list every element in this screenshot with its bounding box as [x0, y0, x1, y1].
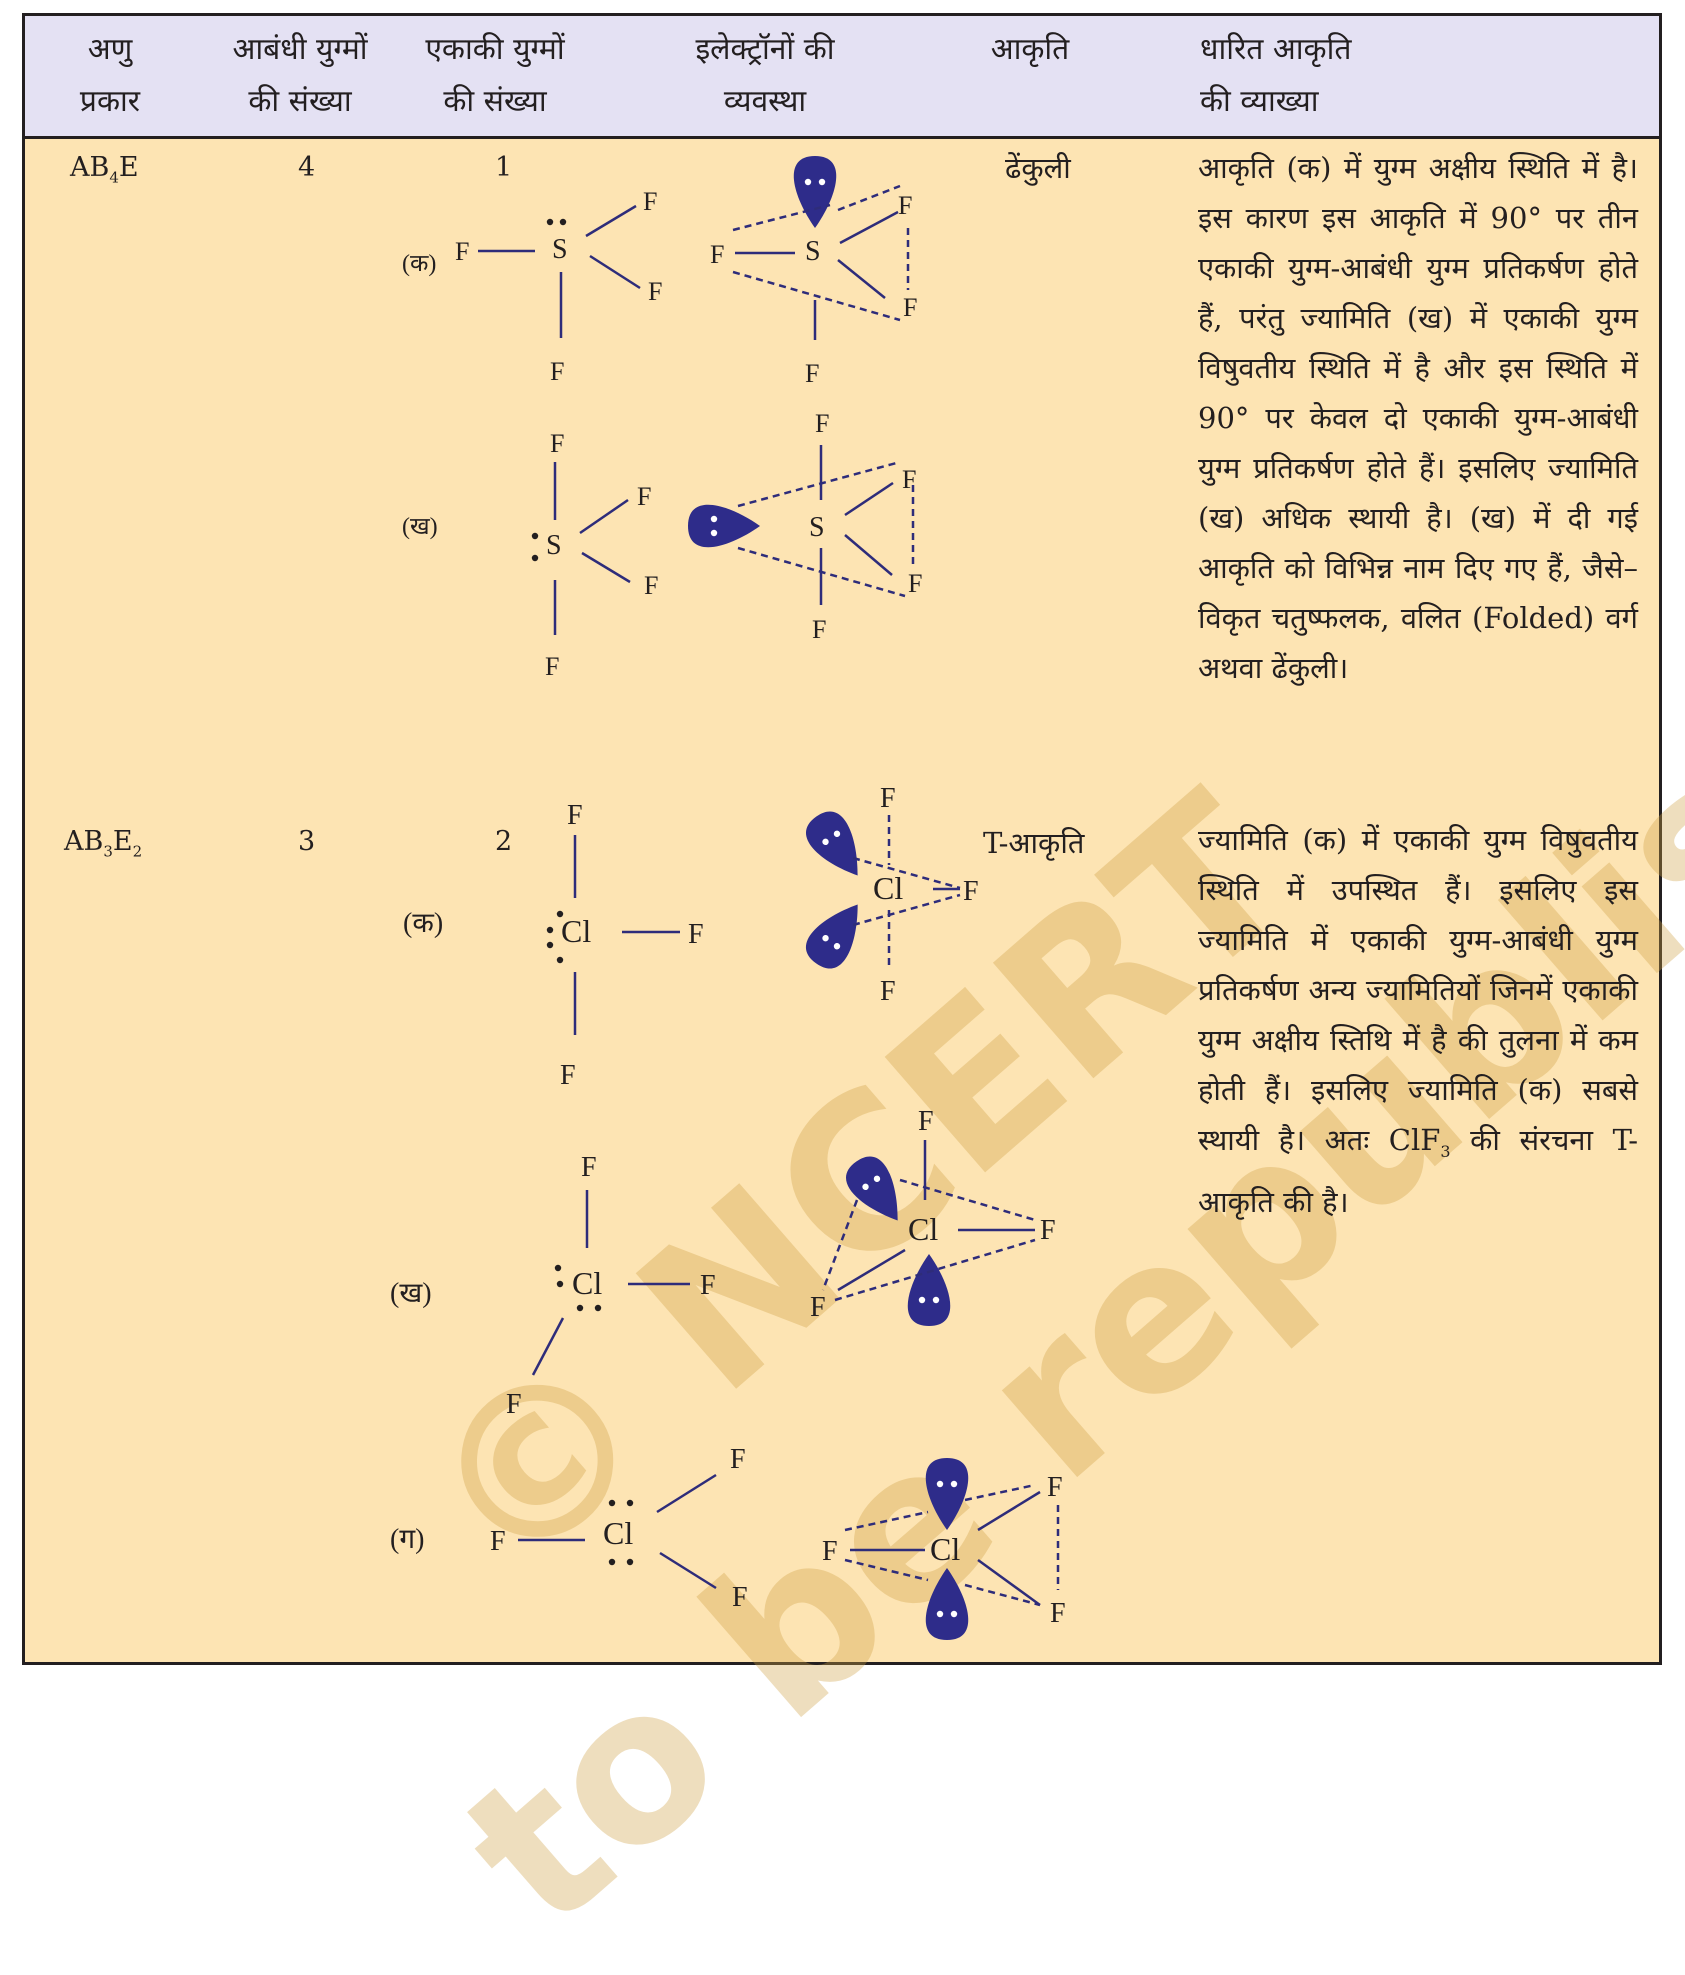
clf3-arrangement-ka: F Cl F F: [798, 783, 979, 1007]
label-kha: (ख): [402, 514, 438, 540]
atom-f: F: [810, 1292, 826, 1323]
row2-shape: T-आकृति: [983, 826, 1085, 860]
vsepr-table: अणुप्रकार आबंधी युग्मोंकी संख्या एकाकी य…: [22, 13, 1662, 1665]
header-molecule-type: अणुप्रकार: [79, 32, 141, 119]
atom-f: F: [1040, 1215, 1056, 1246]
atom-s: S: [552, 234, 568, 265]
atom-f: F: [903, 293, 917, 322]
atom-cl: Cl: [603, 1515, 633, 1551]
row2-bond-pairs: 3: [298, 826, 316, 857]
atom-f: F: [560, 1060, 576, 1091]
header-shape: आकृति: [990, 32, 1070, 67]
sf4-lewis-equatorial: (ख) F S F F F: [402, 429, 658, 681]
row1-explanation: आकृति (क) में युग्म अक्षीय स्थिति में है…: [1198, 151, 1638, 685]
atom-f: F: [700, 1270, 716, 1301]
atom-cl: Cl: [908, 1211, 938, 1247]
atom-f: F: [581, 1152, 597, 1183]
row2-lone-pairs: 2: [495, 826, 513, 857]
sf4-arrangement-axial: F S F F F: [710, 156, 917, 388]
atom-f: F: [550, 357, 564, 386]
lone-pair-lobe: [838, 1149, 916, 1233]
label-kha: (ख): [390, 1278, 432, 1309]
atom-s: S: [805, 236, 821, 267]
lone-pair-lobe: [793, 156, 837, 228]
row1-shape: ढेंकुली: [1005, 151, 1071, 185]
atom-f: F: [545, 652, 559, 681]
atom-f: F: [822, 1536, 838, 1567]
label-ka: (क): [403, 908, 443, 939]
atom-s: S: [546, 530, 562, 561]
atom-f: F: [637, 482, 651, 511]
atom-f: F: [963, 876, 979, 907]
clf3-arrangement-kha: F Cl F F: [810, 1106, 1056, 1326]
header-shape-explanation: धारित आकृतिकी व्याख्या: [1200, 32, 1352, 119]
atom-f: F: [880, 783, 896, 814]
lone-pair-lobe: [925, 1568, 969, 1640]
atom-f: F: [710, 240, 724, 269]
clf3-lewis-kha: (ख) F Cl F F: [390, 1152, 716, 1420]
atom-f: F: [880, 976, 896, 1007]
atom-cl: Cl: [572, 1265, 602, 1301]
atom-f: F: [902, 465, 916, 494]
row2-molecule-type: AB3E2: [64, 826, 143, 861]
atom-cl: Cl: [873, 870, 903, 906]
header-lone-pairs: एकाकी युग्मोंकी संख्या: [425, 32, 565, 119]
lone-pair-lobe: [688, 504, 760, 548]
structure-diagrams: (क) F S F F F F S F F F (ख) F S F: [390, 156, 1066, 1640]
lone-pair-lobe: [925, 1458, 969, 1530]
atom-f: F: [550, 429, 564, 458]
row2-explanation: ज्यामिति (क) में एकाकी युग्म विषुवतीय स्…: [1198, 823, 1639, 1219]
sf4-arrangement-equatorial: F S F F F: [688, 409, 922, 644]
atom-f: F: [732, 1582, 748, 1613]
atom-f: F: [490, 1526, 506, 1557]
lone-pair-lobe: [798, 804, 876, 888]
atom-f: F: [1050, 1598, 1066, 1629]
row1-lone-pairs: 1: [495, 152, 513, 183]
atom-f: F: [918, 1106, 934, 1137]
row1-molecule-type: AB4E: [70, 152, 139, 187]
atom-f: F: [908, 569, 922, 598]
atom-f: F: [648, 277, 662, 306]
atom-f: F: [805, 359, 819, 388]
atom-s: S: [809, 512, 825, 543]
atom-f: F: [455, 237, 469, 266]
header-electron-arrangement: इलेक्ट्रॉनों कीव्यवस्था: [695, 32, 835, 119]
atom-f: F: [643, 187, 657, 216]
label-ga: (ग): [390, 1524, 424, 1555]
clf3-lewis-ga: (ग) F Cl F F: [390, 1444, 748, 1613]
clf3-lewis-ka: (क) F Cl F F: [403, 800, 704, 1091]
clf3-arrangement-ga: F Cl F F: [822, 1458, 1066, 1640]
atom-cl: Cl: [561, 913, 591, 949]
atom-cl: Cl: [930, 1531, 960, 1567]
lone-pair-lobe: [798, 892, 876, 976]
lone-pair-lobe: [907, 1254, 951, 1326]
header-bond-pairs: आबंधी युग्मोंकी संख्या: [232, 32, 368, 119]
row1-bond-pairs: 4: [298, 152, 316, 183]
atom-f: F: [815, 409, 829, 438]
atom-f: F: [644, 571, 658, 600]
atom-f: F: [688, 919, 704, 950]
atom-f: F: [730, 1444, 746, 1475]
atom-f: F: [567, 800, 583, 831]
atom-f: F: [1047, 1472, 1063, 1503]
table-header: अणुप्रकार आबंधी युग्मोंकी संख्या एकाकी य…: [25, 16, 1659, 139]
atom-f: F: [898, 191, 912, 220]
atom-f: F: [506, 1389, 522, 1420]
sf4-lewis-axial: (क) F S F F F: [402, 187, 662, 386]
label-ka: (क): [402, 251, 436, 277]
atom-f: F: [812, 615, 826, 644]
